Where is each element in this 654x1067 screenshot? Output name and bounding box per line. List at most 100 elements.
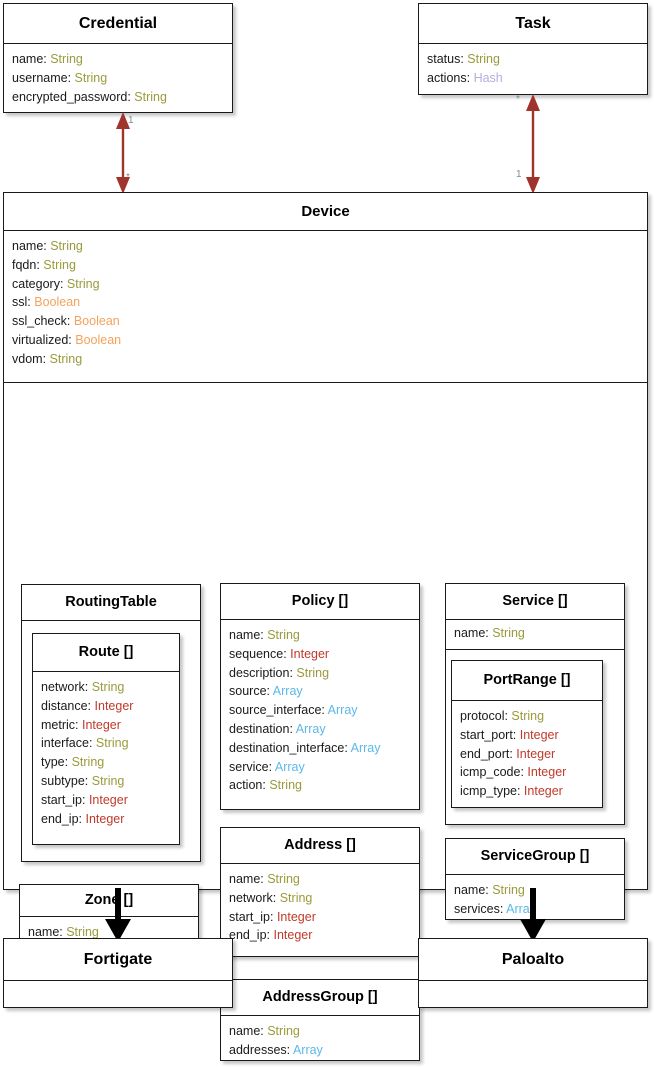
attribute-row: metric: Integer — [41, 716, 171, 735]
attribute-type: String — [43, 257, 76, 272]
attribute-name: description: — [229, 665, 297, 680]
attribute-name: service: — [229, 759, 275, 774]
multiplicity-device-side-credential: * — [126, 172, 130, 183]
attribute-row: fqdn: String — [12, 256, 639, 275]
attribute-row: protocol: String — [460, 707, 594, 726]
attribute-row: description: String — [229, 664, 411, 683]
attribute-name: source: — [229, 684, 273, 699]
attribute-type: String — [511, 709, 545, 723]
class-title-servicegroup: ServiceGroup [] — [446, 839, 624, 875]
attribute-row: name: String — [454, 881, 616, 900]
attribute-type: Array — [274, 759, 305, 774]
attribute-name: subtype: — [41, 773, 92, 788]
attribute-row: start_ip: Integer — [229, 908, 411, 927]
attribute-name: name: — [229, 872, 268, 886]
attribute-type: String — [267, 1024, 300, 1038]
attribute-type: String — [467, 52, 500, 66]
attribute-name: icmp_type: — [460, 784, 524, 799]
attribute-type: String — [50, 52, 83, 66]
attribute-row: subtype: String — [41, 772, 171, 791]
attribute-type: Integer — [519, 727, 559, 742]
attribute-name: icmp_code: — [460, 765, 528, 780]
attribute-type: String — [50, 239, 83, 253]
attribute-type: Integer — [276, 909, 316, 924]
attribute-row: encrypted_password: String — [12, 88, 224, 107]
attribute-type: Array — [506, 901, 536, 916]
attribute-type: Integer — [94, 698, 134, 713]
attribute-name: network: — [229, 890, 280, 905]
class-box-fortigate[interactable]: Fortigate — [3, 938, 233, 1008]
attribute-row: name: String — [229, 1022, 411, 1041]
attribute-row: interface: String — [41, 734, 171, 753]
attribute-type: String — [66, 276, 100, 291]
attribute-name: sequence: — [229, 646, 291, 661]
attribute-type: Array — [292, 1042, 323, 1057]
attribute-type: Integer — [85, 811, 125, 826]
attribute-name: source_interface: — [229, 703, 328, 718]
class-title-credential: Credential — [4, 4, 232, 44]
attribute-type: Integer — [290, 646, 330, 661]
attribute-type: Integer — [81, 717, 121, 732]
attribute-type: String — [296, 665, 330, 680]
attribute-row: name: String — [229, 870, 411, 889]
attribute-name: distance: — [41, 698, 95, 713]
attribute-type: String — [49, 351, 83, 366]
class-attributes-paloalto — [419, 981, 647, 994]
attribute-row: ssl_check: Boolean — [12, 312, 639, 331]
attribute-type: String — [134, 89, 167, 104]
attribute-name: addresses: — [229, 1042, 293, 1057]
attribute-type: Integer — [523, 784, 563, 799]
class-box-paloalto[interactable]: Paloalto — [418, 938, 648, 1008]
attribute-type: Integer — [273, 928, 313, 943]
attribute-row: end_port: Integer — [460, 745, 594, 764]
class-box-service[interactable]: Service [] name: String PortRange [] pro… — [445, 583, 625, 825]
attribute-row: destination_interface: Array — [229, 739, 411, 758]
attribute-row: service: Array — [229, 758, 411, 777]
attribute-name: username: — [12, 70, 75, 85]
attribute-type: String — [492, 883, 525, 897]
attribute-row: start_ip: Integer — [41, 791, 171, 810]
attribute-name: interface: — [41, 736, 96, 751]
attribute-row: distance: Integer — [41, 697, 171, 716]
inheritance-arrow-device-fortigate — [100, 888, 136, 942]
class-title-portrange: PortRange [] — [452, 661, 602, 701]
attribute-name: metric: — [41, 717, 82, 732]
multiplicity-task-side: * — [516, 94, 520, 105]
attribute-row: category: String — [12, 275, 639, 294]
attribute-row: sequence: Integer — [229, 645, 411, 664]
attribute-name: encrypted_password: — [12, 89, 135, 104]
attribute-row: name: String — [12, 237, 639, 256]
class-attributes-service: name: String — [446, 620, 624, 650]
attribute-row: icmp_type: Integer — [460, 782, 594, 801]
attribute-name: ssl_check: — [12, 314, 74, 329]
attribute-name: ssl: — [12, 295, 35, 310]
attribute-type: Boolean — [34, 295, 81, 310]
attribute-row: status: String — [427, 50, 639, 69]
attribute-name: start_ip: — [41, 792, 89, 807]
attribute-name: end_ip: — [41, 811, 86, 826]
attribute-type: Integer — [88, 792, 128, 807]
attribute-name: actions: — [427, 70, 474, 85]
attribute-row: end_ip: Integer — [41, 810, 171, 829]
attribute-row: name: String — [454, 624, 616, 643]
attribute-name: name: — [454, 626, 493, 640]
attribute-row: network: String — [229, 889, 411, 908]
attribute-row: icmp_code: Integer — [460, 763, 594, 782]
attribute-name: name: — [454, 883, 493, 897]
